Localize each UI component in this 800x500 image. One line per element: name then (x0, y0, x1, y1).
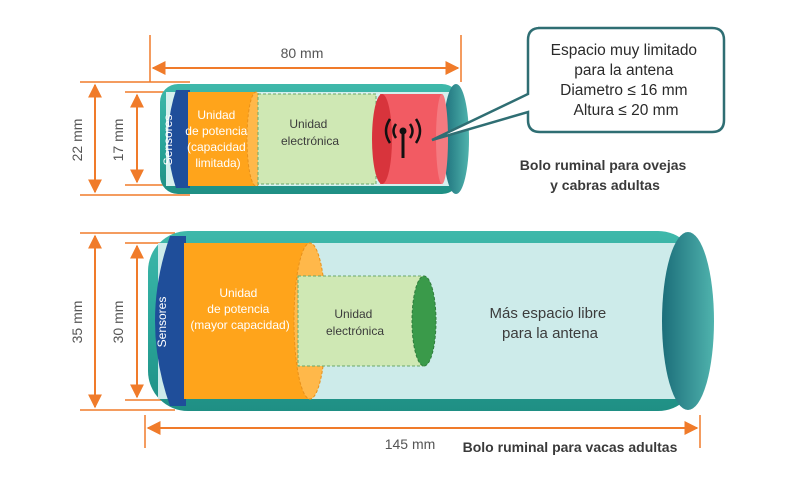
top-bolus: 80 mm 22 mm 17 mm Sensores Unidad de pot… (69, 35, 469, 196)
bottom-inner-diameter-label: 30 mm (110, 301, 126, 344)
bottom-electronic-unit-end (411, 275, 437, 367)
bottom-power-line-2: de potencia (207, 302, 269, 316)
top-power-line-4: limitada) (195, 156, 240, 170)
bottom-power-line-1: Unidad (219, 286, 257, 300)
top-power-line-3: (capacidad (187, 140, 246, 154)
top-sensors-block (168, 90, 190, 188)
top-caption-line-1: Bolo ruminal para ovejas (520, 157, 687, 173)
callout-text: Espacio muy limitado para la antena Diam… (551, 42, 702, 119)
top-power-line-2: de potencia (185, 124, 247, 138)
callout-line-3: Diametro ≤ 16 mm (560, 82, 687, 99)
top-outer-diameter-label: 22 mm (69, 119, 85, 162)
top-power-line-1: Unidad (197, 108, 235, 122)
callout-bubble (431, 26, 726, 142)
bottom-electronic-line-2: electrónica (326, 324, 384, 338)
bottom-outer-diameter-label: 35 mm (69, 301, 85, 344)
top-end-cap (443, 84, 469, 194)
bottom-sensors-block (155, 236, 186, 406)
top-electronic-unit (257, 93, 377, 185)
bottom-power-line-3: (mayor capacidad) (190, 318, 289, 332)
bottom-electronic-unit-label: Unidad electrónica (326, 307, 384, 338)
bottom-power-unit-label: Unidad de potencia (mayor capacidad) (190, 286, 289, 332)
top-inner-diameter-label: 17 mm (110, 119, 126, 162)
bottom-electronic-line-1: Unidad (334, 307, 372, 321)
callout-line-1: Espacio muy limitado (551, 42, 697, 59)
free-space-line-2: para la antena (502, 325, 599, 342)
top-power-unit (188, 92, 256, 186)
free-space-line-1: Más espacio libre (490, 305, 607, 322)
bottom-caption: Bolo ruminal para vacas adultas (463, 439, 678, 455)
top-electronic-line-2: electrónica (281, 134, 339, 148)
bottom-length-label: 145 mm (385, 436, 436, 452)
bottom-power-unit (184, 243, 310, 399)
free-space-label: Más espacio libre para la antena (490, 305, 611, 342)
callout-line-4: Altura ≤ 20 mm (574, 102, 679, 119)
top-power-unit-label: Unidad de potencia (capacidad limitada) (185, 108, 250, 170)
callout-line-2: para la antena (574, 62, 673, 79)
top-sensors-label: Sensores (161, 115, 175, 166)
top-caption: Bolo ruminal para ovejas y cabras adulta… (520, 157, 690, 193)
top-caption-line-2: y cabras adultas (550, 177, 660, 193)
bottom-bolus: 35 mm 30 mm Sensores Unidad de potencia … (69, 231, 714, 452)
antenna-callout: Espacio muy limitado para la antena Diam… (431, 26, 726, 142)
top-electronic-line-1: Unidad (289, 117, 327, 131)
top-electronic-unit-label: Unidad electrónica (281, 117, 339, 148)
top-length-label: 80 mm (281, 45, 324, 61)
top-antenna-space-front (372, 94, 392, 184)
bottom-electronic-unit (297, 275, 425, 367)
top-antenna-space-back (436, 94, 448, 184)
bottom-sensors-label: Sensores (155, 297, 169, 348)
bottom-end-cap (662, 232, 714, 410)
antenna-signal-icon (384, 118, 422, 158)
